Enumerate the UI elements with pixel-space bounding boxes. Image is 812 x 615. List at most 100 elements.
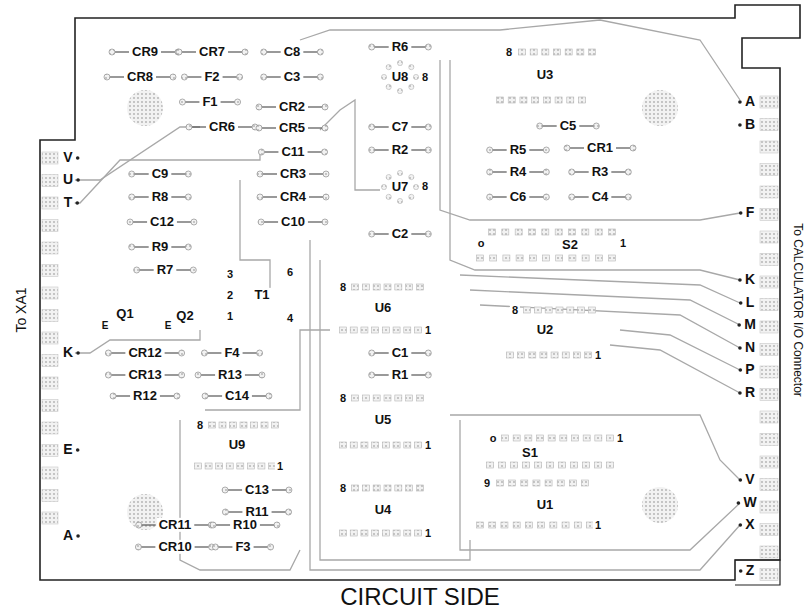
component-lead: [374, 126, 389, 127]
edge-pin-name: E: [61, 442, 74, 457]
edge-finger: [42, 332, 58, 344]
ic-pad: [565, 49, 572, 55]
part-label: U8: [390, 70, 411, 84]
solder-pad: [593, 123, 599, 129]
component-lead: [165, 352, 180, 353]
solder-pad: [186, 124, 192, 130]
solder-pad: [129, 194, 135, 200]
solder-pad: [104, 74, 110, 80]
can-pad: [381, 74, 386, 79]
ic-pad: [524, 307, 531, 313]
component-lead: [109, 76, 124, 77]
solder-pad: [261, 49, 267, 55]
ic-pad: [513, 435, 520, 441]
solder-pad: [317, 74, 323, 80]
edge-finger: [42, 445, 58, 457]
edge-finger: [760, 479, 778, 491]
ic-pad: [555, 97, 562, 103]
pin-number: 1: [423, 324, 433, 336]
part-label: CR10: [156, 540, 193, 554]
solder-pad: [487, 194, 493, 200]
ic-pad: [350, 530, 357, 536]
component-lead: [272, 511, 287, 512]
pin-dot: [739, 478, 743, 482]
pin-number: 8: [195, 419, 205, 431]
ic-pad: [543, 97, 550, 103]
edge-finger: [42, 310, 58, 322]
component-lead: [227, 511, 242, 512]
ic-pad: [406, 284, 413, 290]
edge-finger: [760, 524, 778, 536]
component-lead: [492, 196, 507, 197]
solder-pad: [274, 522, 280, 528]
edge-pin-name: A: [61, 528, 75, 543]
pin-number: 1: [275, 460, 285, 472]
component-lead: [374, 233, 389, 234]
pin-number: 1: [225, 310, 235, 322]
solder-pad: [222, 487, 228, 493]
pin-dot: [739, 301, 743, 305]
part-label: R3: [590, 165, 611, 179]
edge-finger: [760, 546, 778, 558]
ic-pad: [573, 352, 580, 358]
ic-pad: [362, 395, 369, 401]
ic-pad: [609, 229, 616, 235]
ic-pad: [559, 462, 566, 468]
ic-pad: [556, 307, 563, 313]
ic-pad: [515, 229, 522, 235]
ic-pad: [372, 530, 379, 536]
part-label: F1: [200, 95, 219, 109]
part-label: U1: [535, 498, 556, 512]
edge-pin-name: A: [743, 94, 757, 109]
solder-pad: [242, 49, 248, 55]
component-lead: [161, 51, 176, 52]
component-lead: [303, 76, 318, 77]
part-label: S2: [560, 238, 580, 252]
ic-pad: [557, 480, 564, 486]
solder-pad: [261, 74, 267, 80]
component-lead: [308, 127, 323, 128]
ic-pad: [219, 422, 226, 428]
pin-number: 8: [504, 46, 514, 58]
pin-dot: [739, 368, 743, 372]
ic-pad: [195, 463, 202, 469]
part-label: CR3: [278, 167, 308, 181]
ic-pad: [513, 522, 520, 528]
ic-pad: [523, 462, 530, 468]
edge-pin-name: M: [742, 317, 758, 332]
solder-pad: [543, 194, 549, 200]
part-label: C11: [279, 145, 306, 159]
ic-pad: [511, 462, 518, 468]
part-label: C9: [150, 167, 171, 181]
ic-pad: [216, 463, 223, 469]
solder-pad: [174, 393, 180, 399]
pin-dot: [75, 201, 79, 205]
can-pad: [397, 170, 402, 175]
can-pad: [386, 84, 391, 89]
ic-pad: [340, 327, 347, 333]
ic-pad: [373, 395, 380, 401]
ic-pad: [502, 229, 509, 235]
component-lead: [611, 196, 626, 197]
ic-pad: [567, 97, 574, 103]
part-label: CR7: [197, 45, 227, 59]
component-lead: [272, 489, 287, 490]
ic-pad: [540, 352, 547, 358]
ic-pad: [525, 435, 532, 441]
board-outline: [40, 5, 800, 580]
edge-finger: [760, 119, 778, 131]
ic-pad: [516, 255, 523, 261]
ic-pad: [415, 327, 422, 333]
ic-pad: [562, 522, 569, 528]
edge-finger: [42, 400, 58, 412]
ic-pad: [372, 442, 379, 448]
part-label: F4: [222, 346, 241, 360]
pin-dot: [738, 346, 742, 350]
component-lead: [374, 374, 389, 375]
edge-pin-name: V: [61, 150, 74, 165]
component-lead: [171, 246, 186, 247]
ic-pad: [350, 442, 357, 448]
pin-dot: [76, 156, 80, 160]
edge-finger: [42, 242, 58, 254]
part-label: R12: [131, 389, 159, 403]
